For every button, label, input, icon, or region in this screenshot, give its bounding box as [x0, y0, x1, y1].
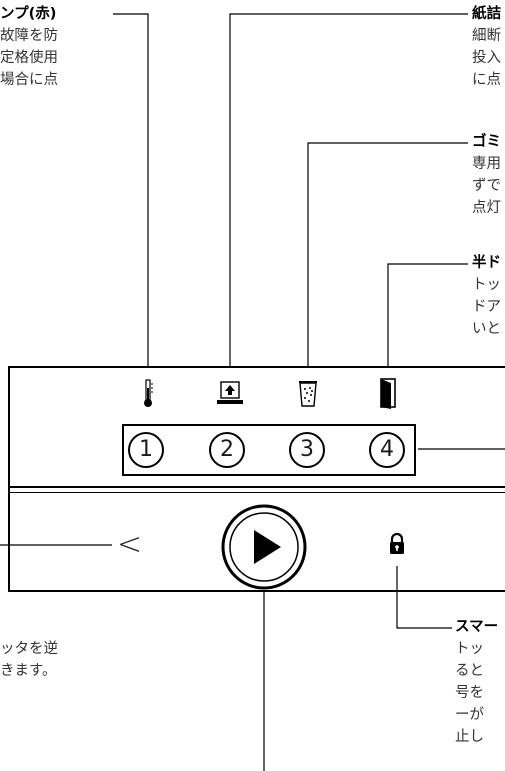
- play-icon: [254, 530, 281, 564]
- temp-lamp-callout: ンプ(赤) 故障を防 定格使用 場合に点: [0, 6, 58, 88]
- panel-divider: [8, 486, 505, 488]
- half-door-callout: 半ド トッ ドア いと: [472, 255, 501, 337]
- number-button-3[interactable]: 3: [289, 432, 325, 468]
- control-panel: [8, 366, 505, 592]
- number-button-2[interactable]: 2: [209, 432, 245, 468]
- paper-feed-icon: [217, 381, 243, 404]
- panel-divider-inner: [8, 492, 505, 493]
- number-button-4[interactable]: 4: [369, 432, 405, 468]
- reverse-callout: ッタを逆 きます。: [0, 641, 58, 679]
- number-button-1[interactable]: 1: [128, 432, 164, 468]
- smart-lock-callout: スマー トッ ると 号を ーが 止し: [455, 619, 499, 745]
- lock-icon[interactable]: [388, 532, 406, 556]
- trash-bin-icon: [299, 381, 317, 407]
- door-icon: [380, 378, 396, 409]
- trash-callout: ゴミ 専用 ずで 点灯: [472, 134, 501, 216]
- start-button[interactable]: [220, 503, 308, 591]
- paper-feed-callout: 紙詰 細断 投入 に点: [472, 6, 501, 88]
- reverse-button[interactable]: <: [117, 527, 143, 562]
- thermometer-icon: [144, 379, 153, 407]
- number-button-group: [122, 424, 416, 476]
